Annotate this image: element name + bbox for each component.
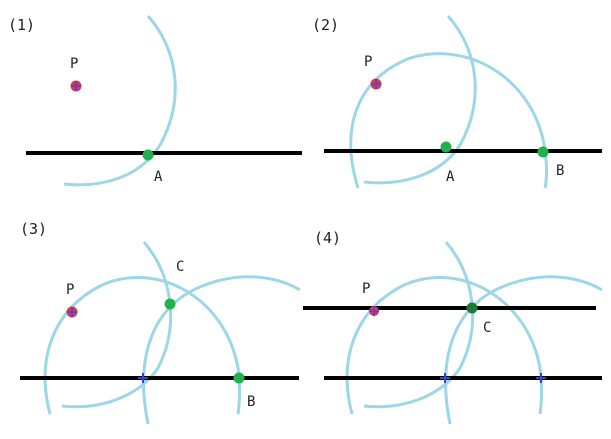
arc-center-b <box>444 275 603 425</box>
step-label-4: (4) <box>314 229 341 247</box>
point-a <box>440 141 452 153</box>
arc-center-a <box>349 52 548 189</box>
label-b: B <box>556 163 564 179</box>
panel-3: (3) P C B <box>20 220 301 425</box>
point-p <box>369 306 379 316</box>
label-p: P <box>362 281 370 297</box>
label-c: C <box>483 320 491 336</box>
step-label-2: (2) <box>312 16 339 34</box>
label-p: P <box>364 54 372 70</box>
cross-b <box>536 373 546 383</box>
label-b: B <box>247 394 255 410</box>
panel-4: (4) P C <box>303 229 603 425</box>
point-c <box>466 302 478 314</box>
arc-center-p <box>61 241 173 409</box>
arc-center-p <box>63 15 177 187</box>
point-p <box>370 78 382 90</box>
cross-a <box>440 373 450 383</box>
arc-center-b <box>142 275 301 425</box>
panel-2: (2) P A B <box>312 15 602 189</box>
label-p: P <box>66 282 74 298</box>
label-a: A <box>446 169 455 185</box>
point-p <box>70 80 82 92</box>
point-a <box>142 149 154 161</box>
panel-1: (1) P A <box>8 15 302 187</box>
point-p <box>66 306 78 318</box>
label-p: P <box>70 56 78 72</box>
cross-a <box>138 373 148 383</box>
point-b <box>537 146 549 158</box>
arc-center-p <box>363 15 477 185</box>
step-label-1: (1) <box>8 16 35 34</box>
label-c: C <box>176 259 184 275</box>
point-c <box>164 298 176 310</box>
step-label-3: (3) <box>20 220 47 238</box>
point-b <box>233 372 245 384</box>
arc-center-a <box>345 276 543 415</box>
arc-center-p <box>363 241 475 409</box>
label-a: A <box>154 169 163 185</box>
